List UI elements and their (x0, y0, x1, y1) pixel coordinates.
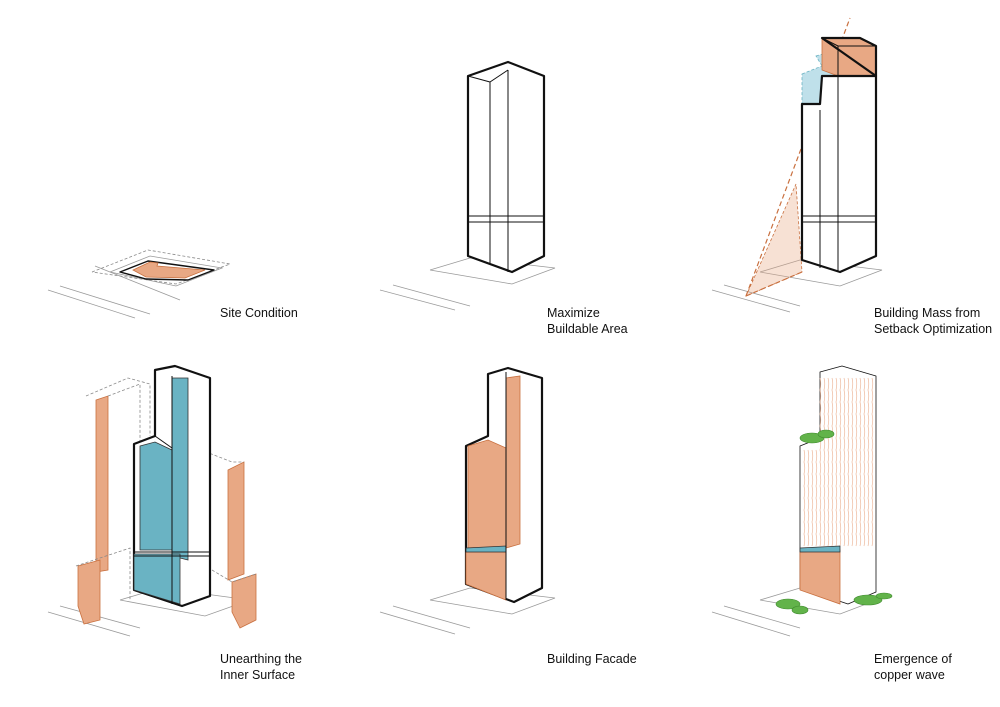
glass-reveal (799, 545, 841, 553)
copper-wave-line (827, 377, 830, 547)
ground-lines (379, 257, 556, 311)
copper-wave-line (859, 377, 862, 547)
greenery (775, 429, 893, 615)
copper-wave-line (803, 449, 806, 547)
tower-massing (464, 366, 544, 604)
copper-wave-line (871, 377, 874, 547)
copper-facade-base (465, 551, 507, 601)
copper-wave-line (847, 377, 850, 547)
panel-inner-surface (47, 364, 257, 637)
glass-inner-surface-mid (139, 441, 173, 551)
copper-wave-base (799, 549, 841, 605)
exploded-copper-panels (75, 377, 257, 629)
site-footprint (119, 260, 215, 281)
copper-wave-texture (803, 377, 874, 547)
caption-setback: Building Mass from Setback Optimization (874, 306, 993, 336)
caption-copper-wave: Emergence of copper wave (874, 652, 952, 682)
ground-lines (379, 587, 556, 635)
ground-lines (711, 259, 883, 313)
copper-wave-line (815, 449, 818, 547)
panel-site-condition (47, 249, 232, 319)
copper-wave-line (851, 377, 854, 547)
copper-wave-line (855, 377, 858, 547)
copper-wave-line (819, 377, 822, 547)
panel-buildable-area (379, 60, 556, 311)
copper-wave-line (863, 377, 866, 547)
caption-building-facade: Building Facade (547, 652, 637, 666)
caption-site-condition: Site Condition (220, 306, 298, 320)
tower-massing (800, 36, 878, 274)
setback-plane (745, 17, 851, 297)
copper-wave-line (839, 377, 842, 547)
caption-buildable-area: Maximize Buildable Area (547, 306, 628, 336)
setback-triangle (745, 183, 803, 297)
copper-wave-line (843, 377, 846, 547)
tower-massing (466, 60, 546, 274)
caption-inner-surface: Unearthing the Inner Surface (220, 652, 303, 682)
glass-inner-surface-base (133, 553, 181, 605)
glass-inner-surface-upper (171, 377, 189, 561)
tower-massing (799, 365, 877, 605)
copper-wave-line (811, 449, 814, 547)
copper-wave-line (831, 377, 834, 547)
panel-copper-wave (711, 365, 893, 637)
tower-massing (132, 364, 212, 608)
copper-wave-line (807, 449, 810, 547)
site-area (132, 261, 206, 279)
copper-wave-line (867, 377, 870, 547)
copper-facade-upper (505, 375, 521, 549)
ground-lines (47, 249, 232, 319)
panel-setback (711, 17, 883, 313)
copper-facade-mid (467, 439, 507, 549)
copper-wave-line (835, 377, 838, 547)
copper-wave-line (823, 377, 826, 547)
panel-building-facade (379, 366, 556, 635)
